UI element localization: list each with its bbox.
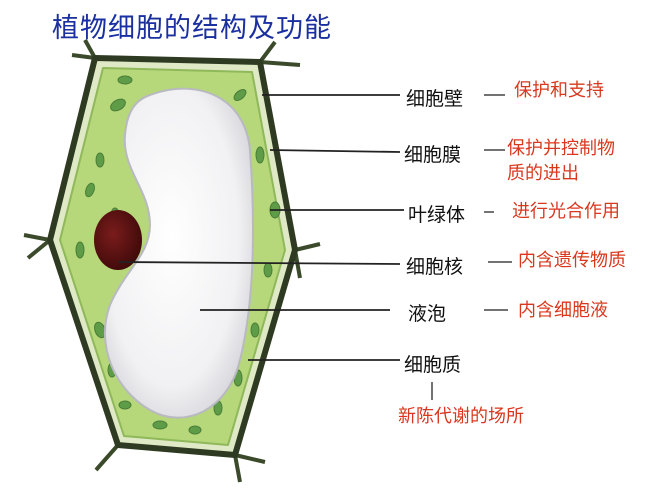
adjacent-cell-walls (23, 39, 321, 483)
page-title: 植物细胞的结构及功能 (52, 13, 332, 44)
label-nucleus: 细胞核 (406, 256, 464, 278)
function-nucleus: 内含遗传物质 (518, 250, 626, 271)
nucleus (94, 210, 142, 270)
function-cell-membrane-line2: 质的进出 (507, 163, 579, 184)
label-cell-wall: 细胞壁 (406, 88, 464, 110)
vacuole (104, 87, 254, 419)
function-cytoplasm: 新陈代谢的场所 (398, 406, 524, 427)
label-vacuole: 液泡 (408, 303, 447, 325)
function-cell-wall: 保护和支持 (514, 80, 604, 101)
label-chloroplast: 叶绿体 (408, 204, 466, 226)
connector-dashes (431, 94, 512, 400)
label-cell-membrane: 细胞膜 (404, 144, 462, 166)
function-chloroplast: 进行光合作用 (512, 201, 620, 222)
function-cell-membrane-line1: 保护并控制物 (507, 138, 615, 159)
function-vacuole: 内含细胞液 (518, 300, 608, 321)
leader-lines (117, 94, 404, 361)
label-cytoplasm: 细胞质 (404, 354, 462, 376)
